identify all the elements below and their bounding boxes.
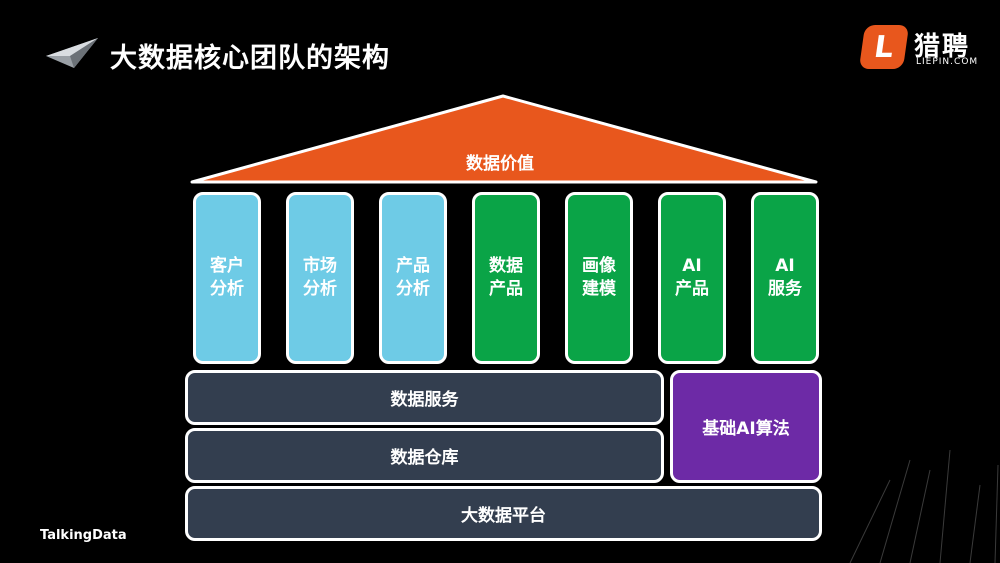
layer-big-data-platform: 大数据平台 [185, 486, 822, 541]
decorative-lines [849, 449, 999, 563]
paper-plane-icon [46, 38, 98, 68]
logo-subtitle: LIEPIN.COM [916, 57, 979, 67]
pillar-profile-modeling: 画像建模 [565, 192, 633, 364]
roof-label: 数据价值 [466, 154, 534, 174]
footer-brand: TalkingData [40, 528, 127, 543]
pillar-market-analysis: 市场分析 [286, 192, 354, 364]
layer-data-warehouse: 数据仓库 [185, 428, 664, 483]
roof-triangle [190, 94, 818, 184]
pillar-data-products: 数据产品 [472, 192, 540, 364]
layer-data-services: 数据服务 [185, 370, 664, 425]
logo-name: 猎聘 [914, 32, 971, 62]
pillar-product-analysis: 产品分析 [379, 192, 447, 364]
page-title: 大数据核心团队的架构 [110, 43, 390, 74]
layer-ai-algorithms: 基础AI算法 [670, 370, 822, 483]
pillar-customer-analysis: 客户分析 [193, 192, 261, 364]
